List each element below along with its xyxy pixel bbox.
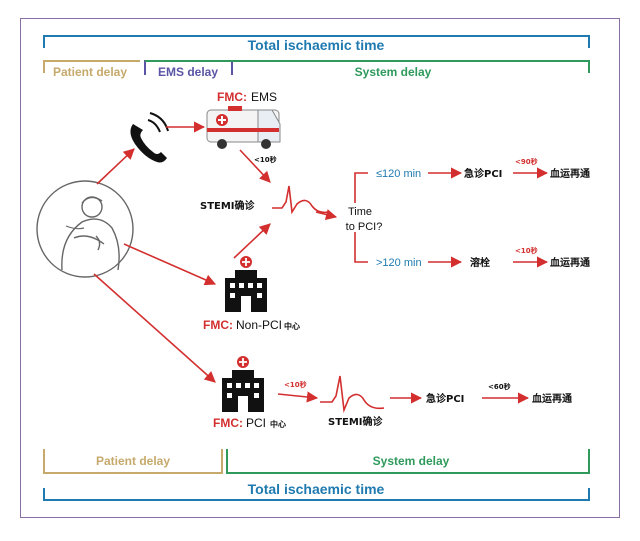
primary-pci-bottom: 急诊PCI bbox=[426, 392, 464, 405]
top-total-label: Total ischaemic time bbox=[248, 37, 385, 53]
lt10-pci-label: <10秒 bbox=[284, 380, 307, 389]
bottom-patient-label: Patient delay bbox=[96, 454, 170, 468]
arrow-ecg-to-decision bbox=[315, 209, 338, 220]
diagram-frame bbox=[20, 18, 620, 518]
lt90-label: <90秒 bbox=[515, 157, 538, 166]
lt10-ems-label: <10秒 bbox=[254, 155, 277, 164]
fmc-pci-suffix: 中心 bbox=[270, 419, 286, 429]
top-patient-label: Patient delay bbox=[53, 65, 127, 79]
ambulance-icon bbox=[206, 106, 281, 149]
arrow-patient-to-nonpci bbox=[123, 243, 217, 286]
top-ems-label: EMS delay bbox=[158, 65, 218, 79]
arrow-patient-to-pci bbox=[93, 273, 216, 383]
reperfusion-mid: 血运再通 bbox=[550, 256, 590, 269]
decision-fork bbox=[354, 172, 368, 263]
reperfusion-bottom: 血运再通 bbox=[532, 392, 572, 405]
ecg-trace-top bbox=[272, 185, 329, 215]
fmc-ems-name: EMS bbox=[251, 90, 277, 104]
primary-pci-top: 急诊PCI bbox=[464, 167, 502, 180]
top-system-bracket bbox=[145, 60, 590, 73]
bottom-system-label: System delay bbox=[373, 454, 450, 468]
decision-label-line1: Time bbox=[348, 206, 372, 218]
thrombolysis-label: 溶栓 bbox=[470, 256, 490, 269]
le120-label: ≤120 min bbox=[376, 168, 421, 180]
bottom-patient-bracket bbox=[43, 449, 223, 474]
top-timeline: Total ischaemic time Patient delay EMS d… bbox=[43, 35, 590, 79]
reperfusion-top: 血运再通 bbox=[550, 167, 590, 180]
patient-chest-pain-icon bbox=[36, 180, 134, 278]
fmc-ems-prefix: FMC: bbox=[217, 90, 247, 104]
phone-icon bbox=[130, 112, 169, 163]
fmc-pci-name: PCI bbox=[246, 416, 266, 430]
pci-hospital-icon bbox=[222, 356, 264, 412]
fmc-nonpci-prefix: FMC: bbox=[203, 318, 233, 332]
fmc-pci-prefix: FMC: bbox=[213, 416, 243, 430]
lt60-label: <60秒 bbox=[488, 382, 511, 391]
arrow-pci-to-ecg bbox=[277, 391, 319, 403]
top-total-bracket bbox=[43, 35, 590, 48]
top-patient-bracket bbox=[43, 60, 140, 73]
fmc-nonpci-name: Non-PCI bbox=[236, 318, 282, 332]
decision-label-line2: to PCI? bbox=[346, 221, 383, 233]
arrow-ambulance-to-stemi bbox=[239, 149, 271, 183]
bottom-system-bracket bbox=[226, 449, 590, 474]
bottom-timeline: Patient delay System delay Total ischaem… bbox=[43, 449, 590, 501]
bottom-total-label: Total ischaemic time bbox=[248, 481, 385, 497]
arrow-nonpci-to-stemi bbox=[233, 223, 271, 259]
stemi-diagnosis-top: STEMI确诊 bbox=[200, 199, 256, 212]
lt10-lysis-label: <10秒 bbox=[515, 246, 538, 255]
stemi-diagnosis-bottom: STEMI确诊 bbox=[328, 415, 384, 428]
ecg-trace-bottom bbox=[320, 375, 385, 414]
fmc-nonpci-suffix: 中心 bbox=[284, 321, 300, 331]
bottom-total-bracket bbox=[43, 488, 590, 501]
gt120-label: >120 min bbox=[376, 257, 422, 269]
non-pci-hospital-icon bbox=[225, 256, 267, 312]
arrow-patient-to-phone bbox=[96, 148, 135, 185]
top-system-label: System delay bbox=[355, 65, 432, 79]
flow-arrows bbox=[93, 121, 549, 404]
